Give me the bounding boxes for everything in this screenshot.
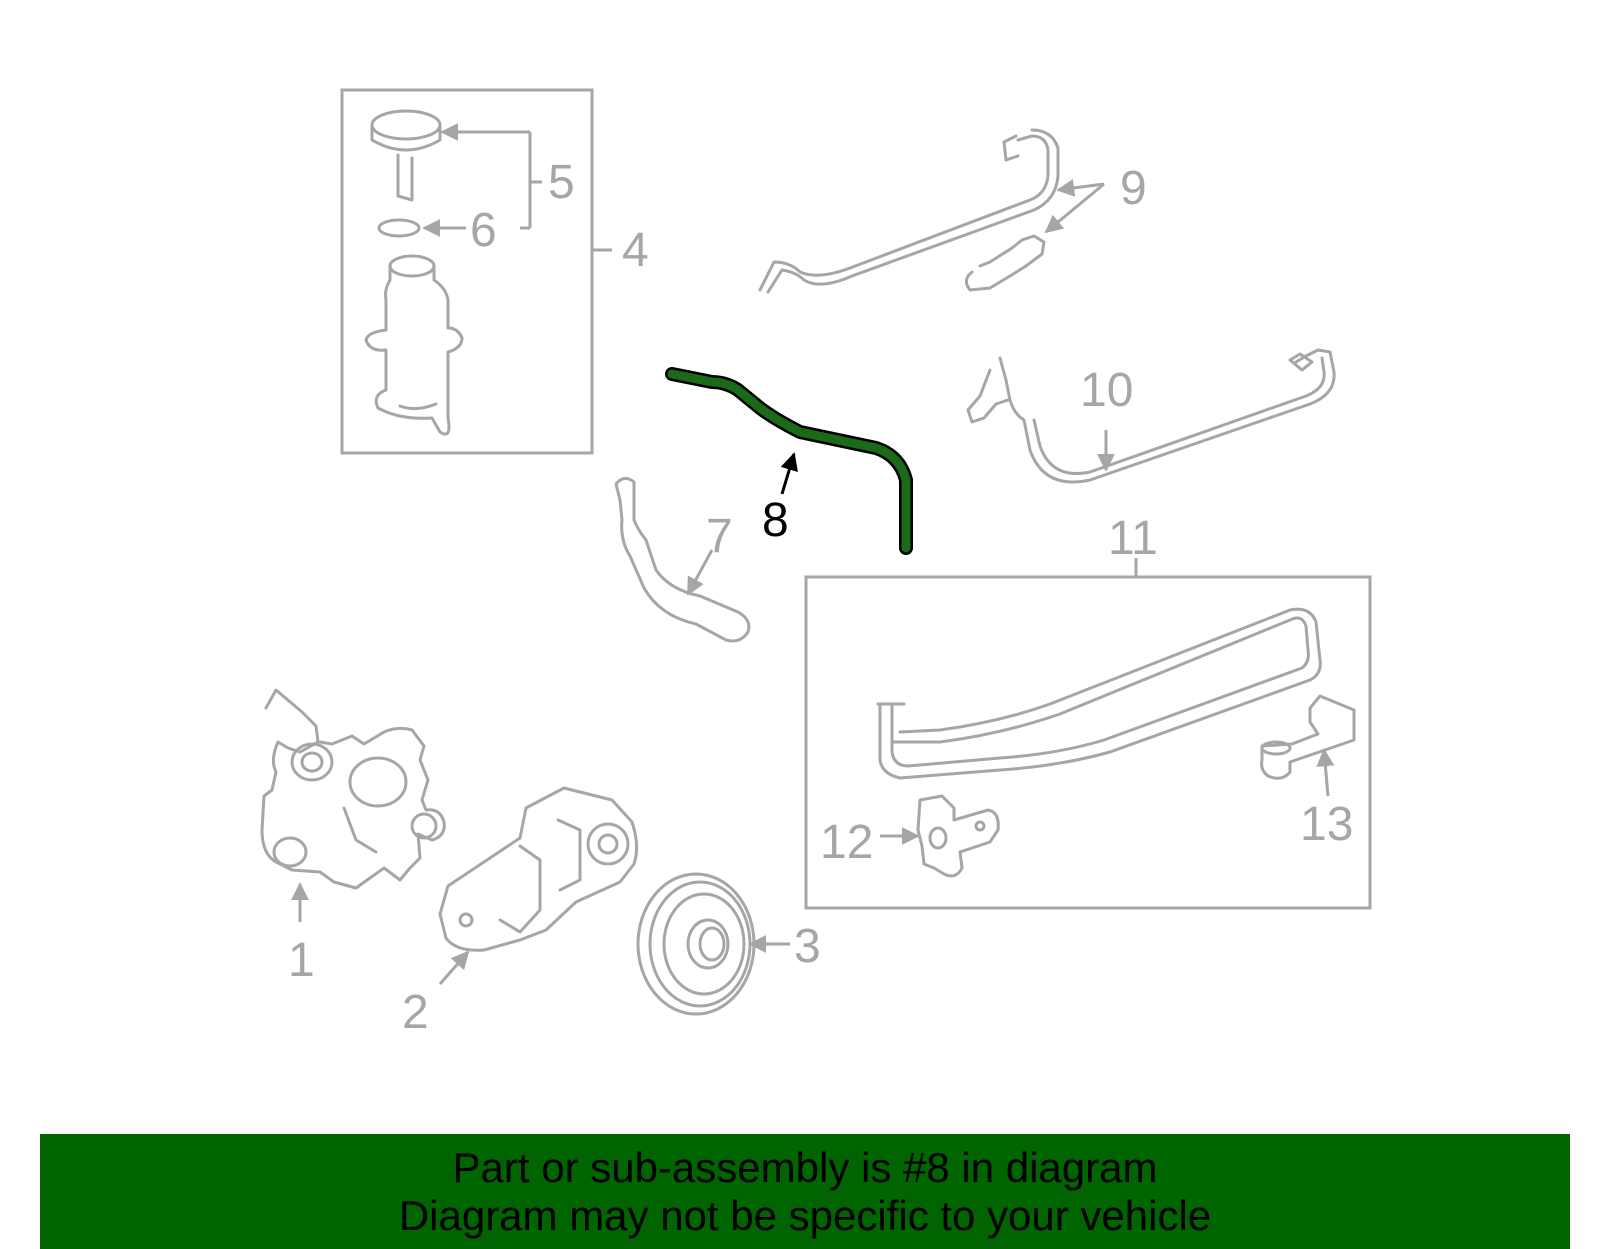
callout-6: 6: [470, 204, 497, 257]
callout-12: 12: [820, 816, 873, 869]
o-ring[interactable]: [377, 218, 421, 238]
pressure-hose-9[interactable]: [758, 128, 1060, 294]
callout-10: 10: [1080, 364, 1133, 417]
banner-line-2: Diagram may not be specific to your vehi…: [398, 1192, 1212, 1239]
banner-line-1: Part or sub-assembly is #8 in diagram: [452, 1144, 1158, 1191]
leader-9b: [1044, 182, 1105, 234]
leader-7: [686, 549, 714, 596]
pressure-hose-10[interactable]: [966, 348, 1336, 484]
callout-5: 5: [548, 156, 575, 209]
callout-4: 4: [622, 224, 649, 277]
leader-8: [780, 452, 798, 495]
leader-5: [442, 132, 532, 228]
callout-3: 3: [794, 920, 821, 973]
pulley-3[interactable]: [636, 872, 756, 1016]
callout-2: 2: [402, 986, 429, 1039]
leader-13: [1316, 748, 1335, 797]
callout-1: 1: [288, 934, 315, 987]
leader-9a: [1056, 178, 1105, 197]
callout-7: 7: [706, 510, 733, 563]
callout-11: 11: [1108, 512, 1158, 565]
power-steering-pump-1[interactable]: [260, 688, 446, 890]
hose-7[interactable]: [614, 477, 751, 643]
info-banner: Part or sub-assembly is #8 in diagram Di…: [40, 1134, 1570, 1249]
cooler-line-11[interactable]: [876, 607, 1322, 780]
callout-8: 8: [762, 494, 789, 547]
reservoir-tank[interactable]: [364, 254, 464, 436]
pump-bracket-2[interactable]: [438, 786, 639, 952]
leader-2: [438, 950, 470, 985]
return-hose-8-highlighted[interactable]: [665, 367, 913, 555]
clamp-12[interactable]: [916, 794, 1000, 878]
reservoir-cap[interactable]: [370, 109, 442, 202]
cooler-group-box: [804, 575, 1372, 910]
callout-9: 9: [1120, 162, 1147, 215]
bracket-13[interactable]: [1260, 694, 1356, 780]
callout-13: 13: [1300, 798, 1353, 851]
reservoir-group-box: [340, 88, 594, 455]
